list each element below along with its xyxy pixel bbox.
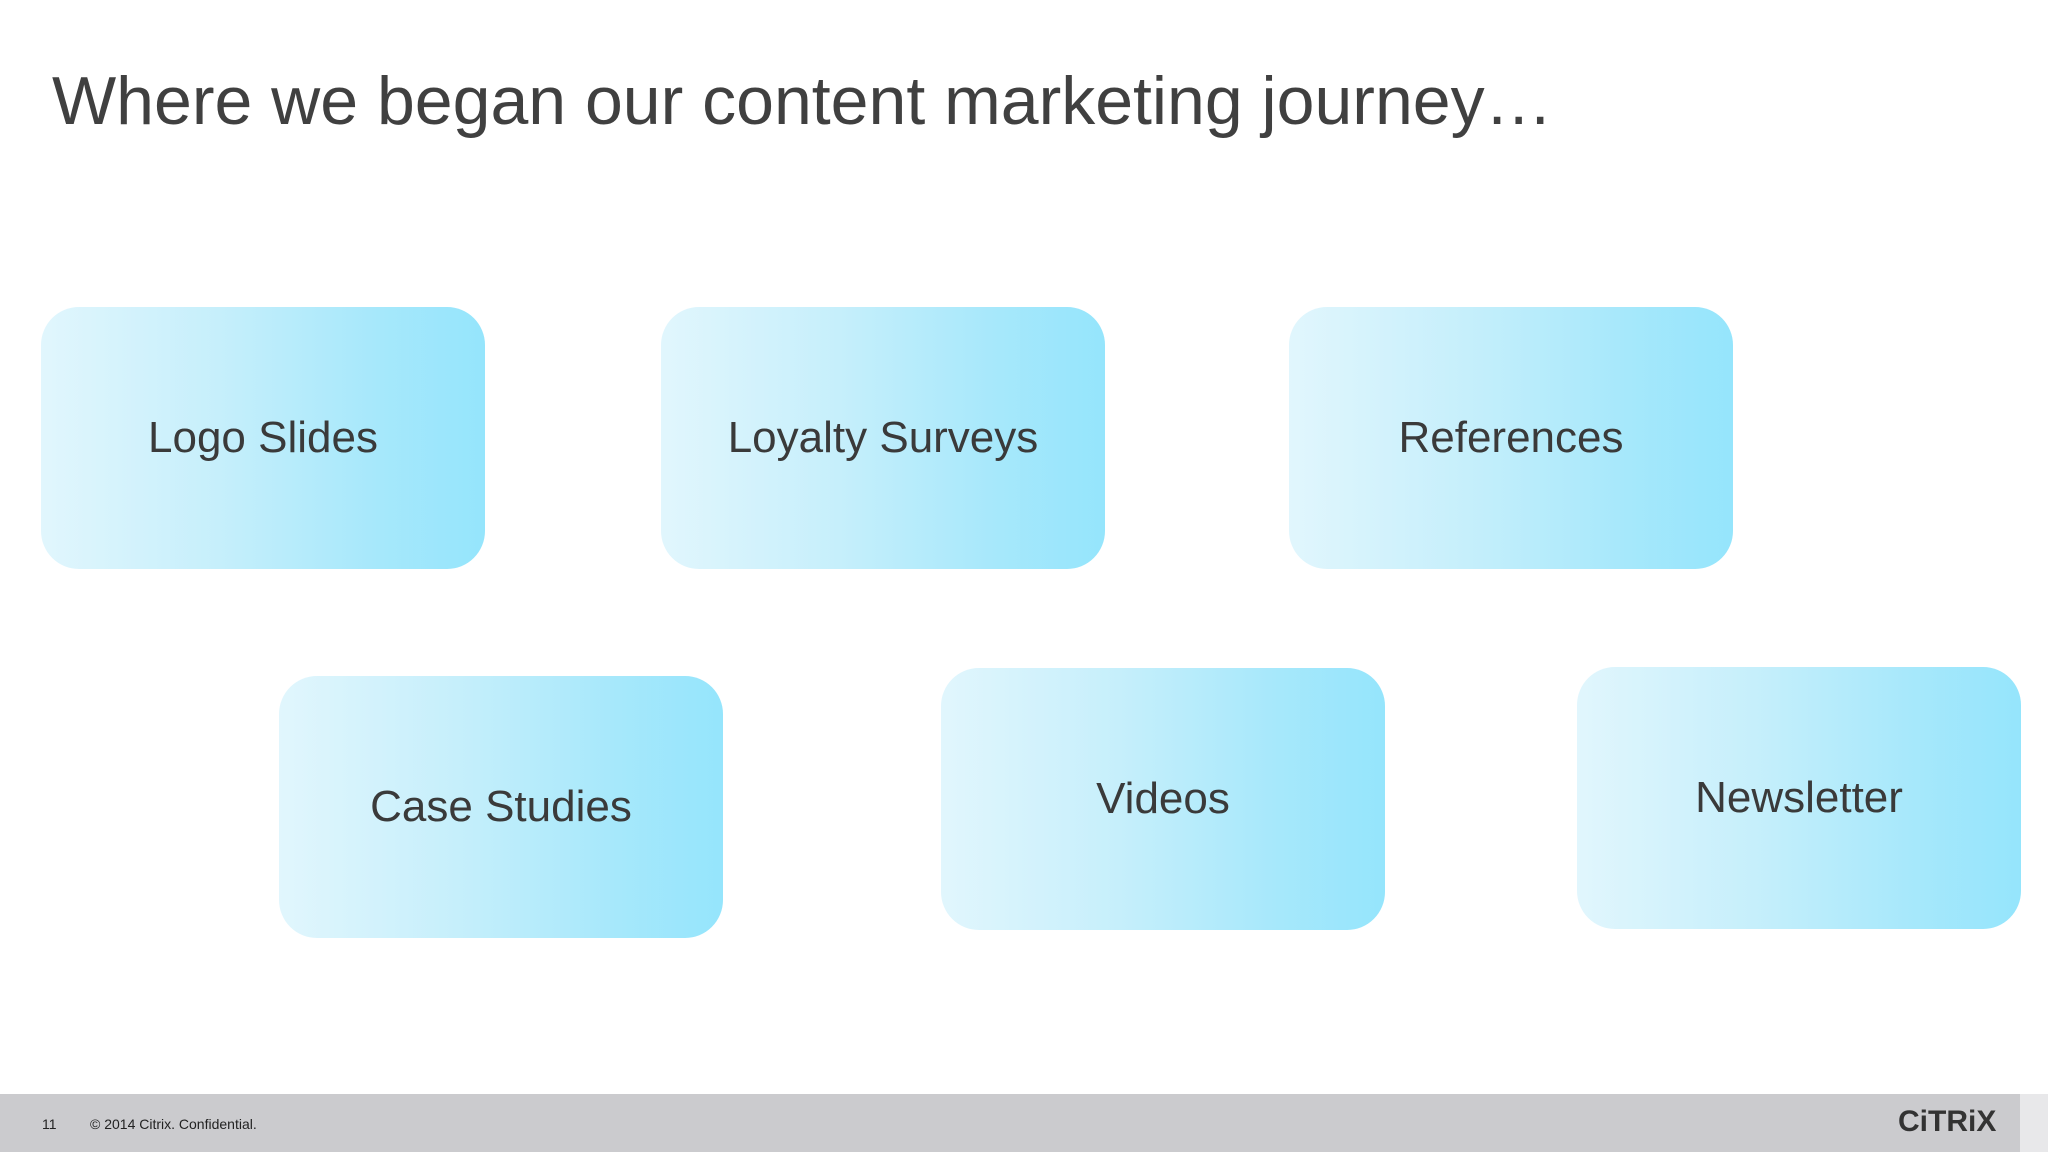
content-box-label: Loyalty Surveys [727, 413, 1039, 462]
content-box-loyalty-surveys: Loyalty Surveys [661, 307, 1105, 569]
content-box-references: References [1289, 307, 1733, 569]
content-box-label: Videos [1096, 774, 1230, 823]
footer-corner-decoration [2020, 1094, 2048, 1152]
content-box-videos: Videos [941, 668, 1385, 930]
content-box-label: References [1398, 413, 1624, 462]
content-box-logo-slides: Logo Slides [41, 307, 485, 569]
content-box-case-studies: Case Studies [279, 676, 723, 938]
content-box-label: Logo Slides [148, 413, 378, 462]
copyright-notice: © 2014 Citrix. Confidential. [90, 1116, 257, 1132]
content-box-newsletter: Newsletter [1577, 667, 2021, 929]
citrix-logo: CiTRiX [1898, 1105, 1997, 1138]
content-box-label: Case Studies [370, 782, 632, 831]
page-number: 11 [42, 1116, 57, 1132]
content-box-label: Newsletter [1695, 773, 1903, 822]
footer-bar [0, 1094, 2048, 1152]
slide-title: Where we began our content marketing jou… [52, 63, 1553, 139]
